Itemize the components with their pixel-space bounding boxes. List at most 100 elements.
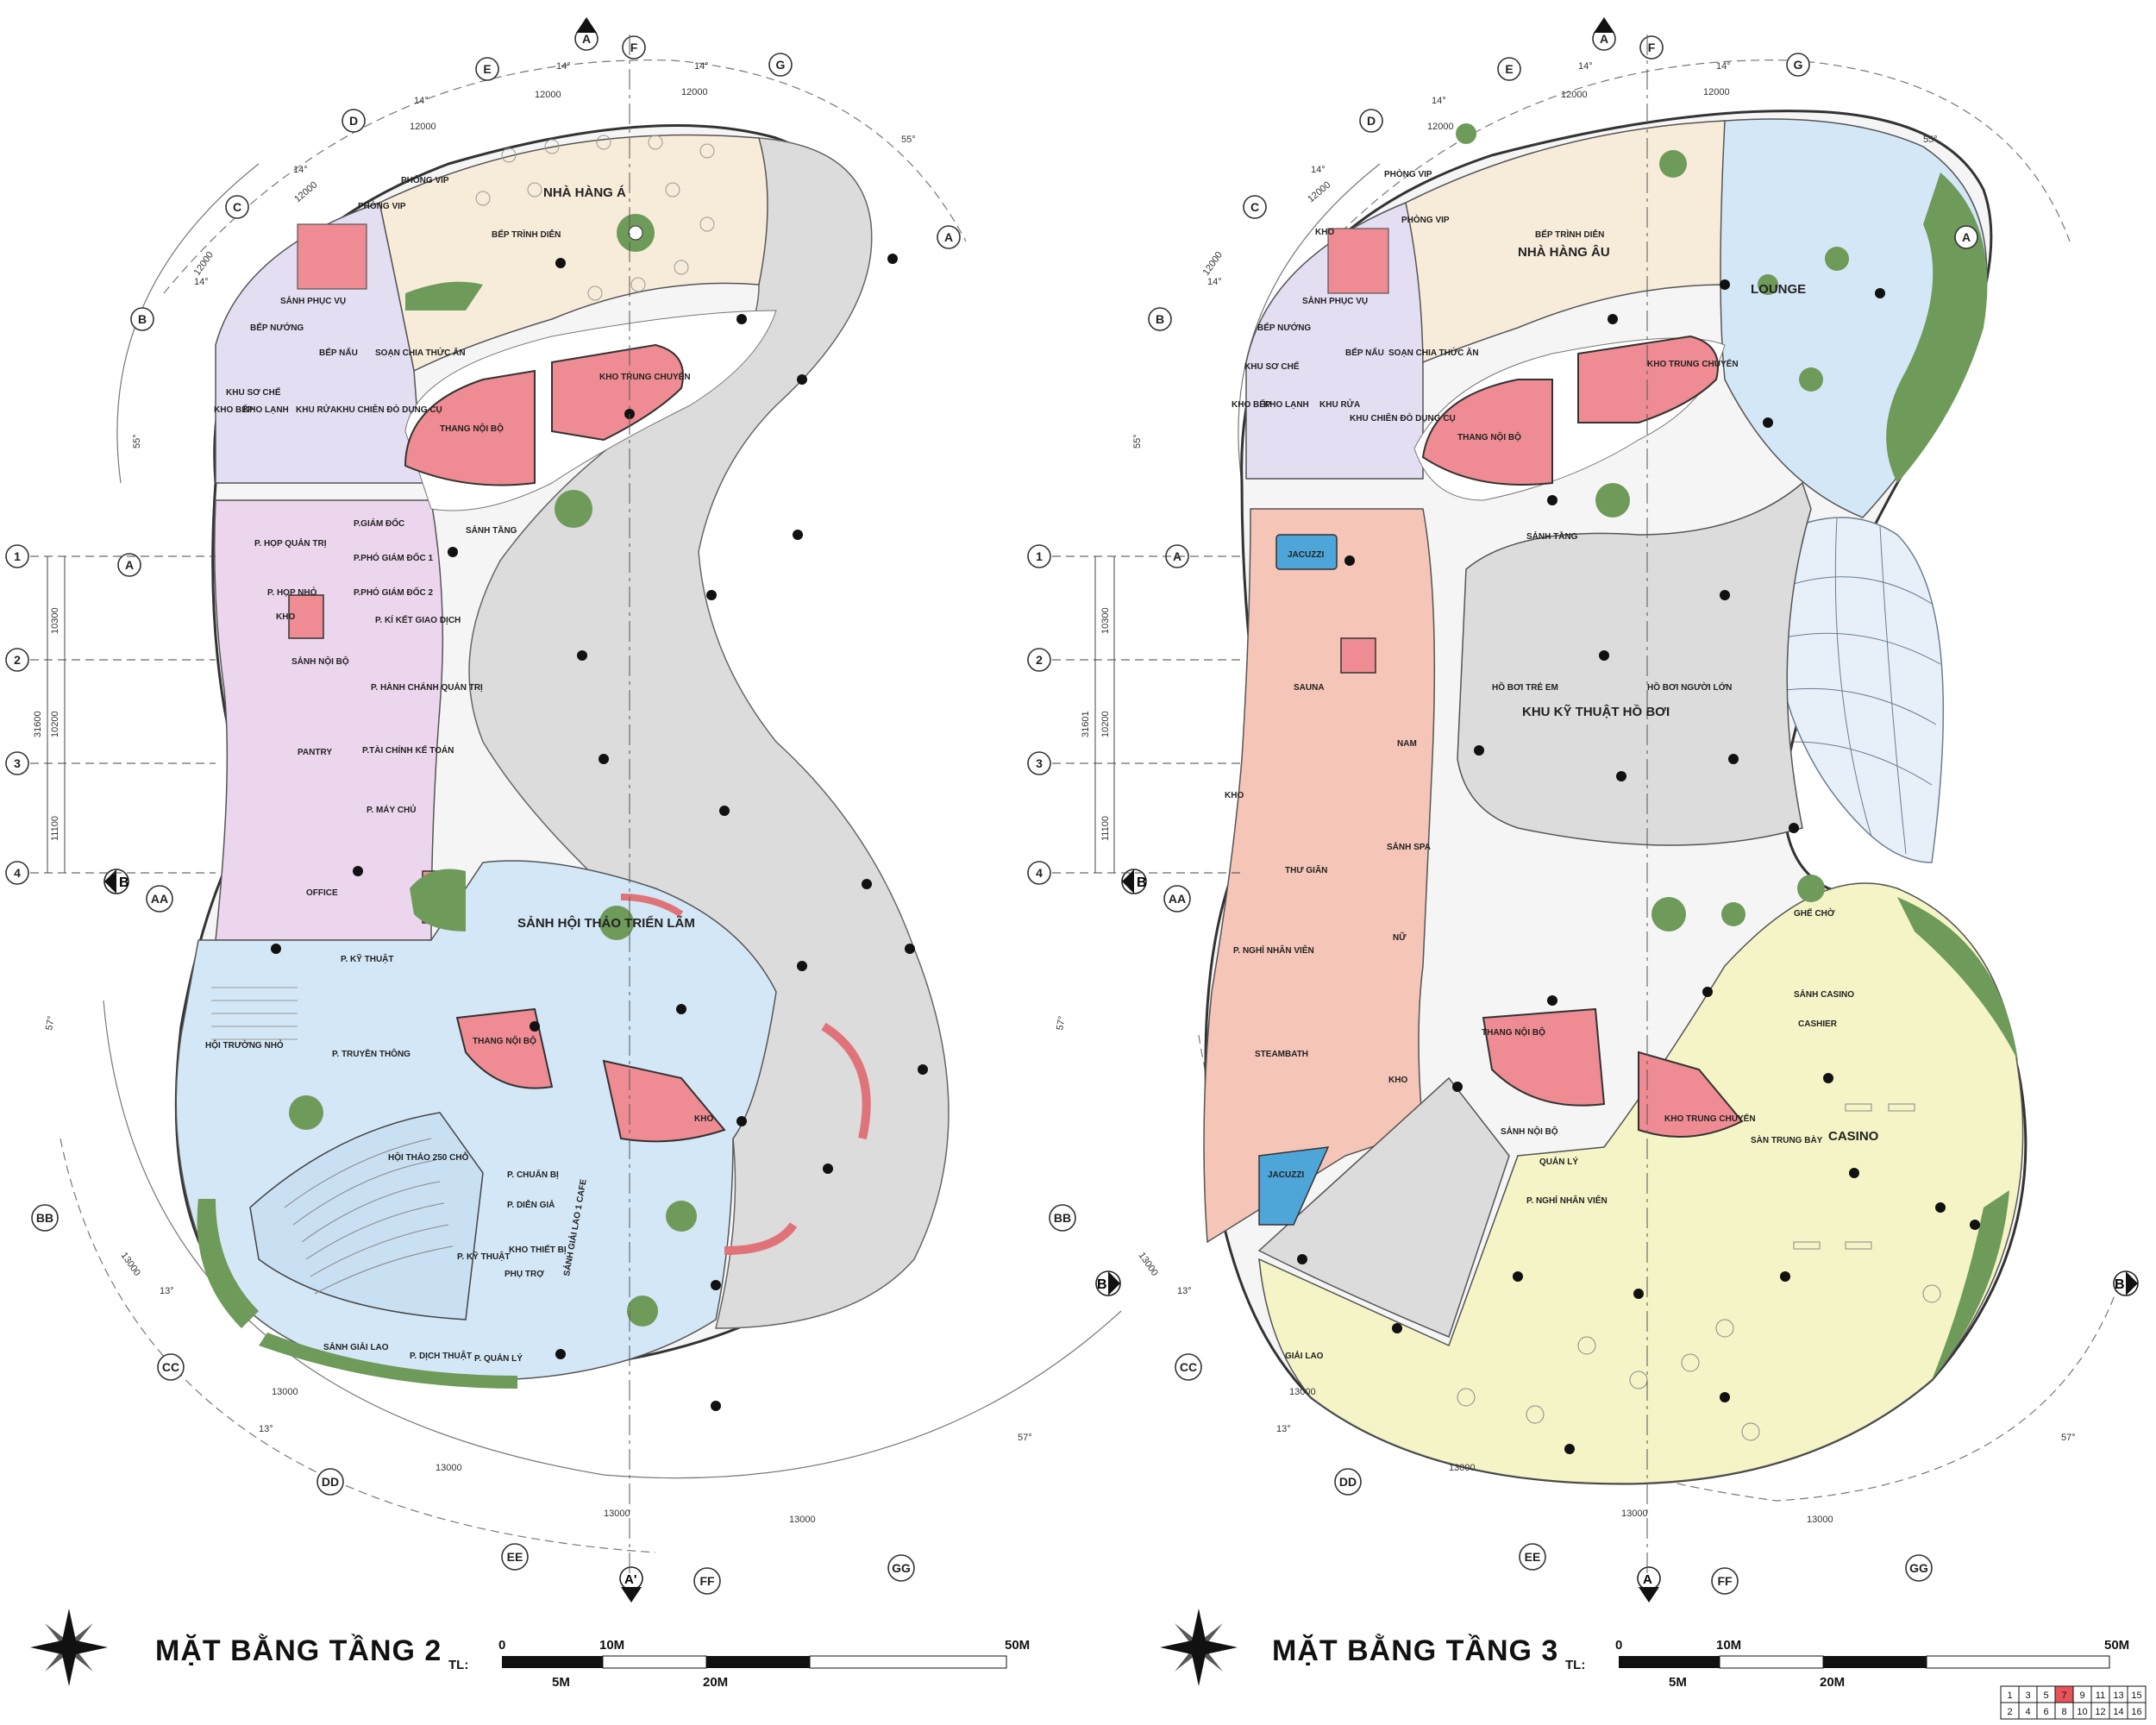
external-stair-2: [724, 1222, 798, 1255]
restaurant-tables: [475, 135, 715, 301]
grid-bubbles-numbers-2: 1 2 3 4: [1027, 544, 1051, 885]
plan-title-2: MẶT BẰNG TẦNG 3: [1272, 1634, 1558, 1667]
svg-text:BB: BB: [1054, 1211, 1071, 1225]
room-vip-1: PHÒNG VIP: [401, 174, 449, 185]
grid-bubble-1: 1: [5, 544, 29, 568]
grid-arc-top: [163, 60, 967, 294]
svg-text:14°: 14°: [1432, 96, 1446, 106]
svg-text:57°: 57°: [44, 1015, 57, 1031]
room-grill-2: BẾP NƯỚNG: [1257, 322, 1311, 333]
room-tech-equip: KHO THIẾT BỊ: [509, 1244, 567, 1255]
grid-bubble-f-2: F: [1639, 35, 1664, 60]
room-technical: P. KỸ THUẬT: [341, 953, 394, 964]
svg-text:12000: 12000: [535, 90, 561, 100]
room-transit-store: KHO TRUNG CHUYỂN: [599, 371, 691, 382]
svg-text:14°: 14°: [1207, 277, 1222, 287]
svg-text:55°: 55°: [1923, 135, 1938, 145]
key-plan-cell-1: 1: [2000, 1685, 2020, 1703]
room-aux: PHỤ TRỢ: [505, 1270, 544, 1279]
grid-bubble-3: 3: [5, 751, 29, 775]
room-inner-lobby: SẢNH NỘI BỘ: [291, 656, 349, 667]
svg-text:13: 13: [2113, 1690, 2123, 1701]
title-block-level-2: MẶT BẰNG TẦNG 2 TL: 0 10M 50M 5M 20M: [30, 1609, 1030, 1690]
room-female: NỮ: [1393, 932, 1407, 943]
grid-bubble-d-2: D: [1359, 109, 1383, 133]
svg-text:12000: 12000: [1427, 122, 1454, 132]
svg-text:B: B: [1137, 875, 1147, 890]
dimension-lines-left: [30, 555, 216, 874]
room-inner-lobby-2: SẢNH NỘI BỘ: [1501, 1126, 1558, 1137]
svg-text:FF: FF: [699, 1574, 715, 1588]
room-food-split: SOẠN CHIA THỨC ĂN: [375, 347, 466, 358]
room-casino-lobby: SẢNH CASINO: [1794, 988, 1854, 1000]
scale-label-0-2: 0: [1615, 1638, 1622, 1653]
svg-text:B: B: [2115, 1277, 2125, 1292]
room-rest: GIẢI LAO: [1285, 1350, 1324, 1361]
key-plan-cell-9: 9: [2072, 1685, 2092, 1703]
svg-text:57°: 57°: [1055, 1015, 1068, 1031]
kitchen-core-2: [1327, 228, 1389, 294]
room-spa: SẢNH SPA: [1387, 841, 1431, 852]
room-tools: KHU CHIÊN ĐÒ DỤNG CỤ: [336, 404, 442, 415]
grid-bubble-e-2: E: [1497, 57, 1521, 81]
room-show-kitchen: BẾP TRÌNH DIỄN: [492, 229, 561, 240]
scale-label-20m-2: 20M: [1820, 1675, 1845, 1690]
grid-bubbles-top: A F G E D C B A A: [117, 27, 961, 577]
room-transit-2-2: KHO TRUNG CHUYỂN: [1664, 1113, 1756, 1124]
svg-text:3: 3: [2025, 1690, 2030, 1701]
svg-text:12000: 12000: [1703, 87, 1730, 97]
svg-text:C: C: [1250, 200, 1259, 214]
room-deputy-2: P.PHÓ GIÁM ĐỐC 2: [354, 586, 433, 598]
svg-text:13000: 13000: [436, 1463, 462, 1473]
grid-bubble-f: F: [622, 35, 646, 60]
svg-text:13000: 13000: [789, 1515, 816, 1525]
svg-text:EE: EE: [507, 1550, 523, 1564]
room-cold-store: KHO LẠNH: [243, 405, 289, 415]
core-lift-2-2: [1482, 1007, 1606, 1107]
room-comms: P. TRUYỀN THÔNG: [332, 1048, 411, 1059]
svg-text:8: 8: [2061, 1707, 2066, 1717]
room-contract: P. KÍ KẾT GIAO DỊCH: [375, 614, 461, 625]
casino-tables: [1457, 1103, 1941, 1441]
grid-bubble-dd: DD: [317, 1468, 344, 1496]
grid-bubble-a-left: A: [117, 553, 141, 577]
key-plan-cell-8: 8: [2054, 1702, 2074, 1720]
key-plan-cell-7: 7: [2054, 1685, 2074, 1703]
zone-spa: [1203, 508, 1436, 1244]
svg-text:55°: 55°: [1132, 434, 1143, 448]
room-store-2-2: KHO: [1388, 1076, 1407, 1085]
grid-arc-top-2: [1284, 60, 2071, 294]
room-lift-1-2: THANG NỘI BỘ: [1457, 431, 1521, 442]
external-stair-1: [821, 1022, 871, 1140]
svg-text:14°: 14°: [694, 61, 709, 72]
key-plan-cell-10: 10: [2072, 1702, 2092, 1720]
grid-bubbles-top-2: A F G E D C B A A: [1148, 27, 1978, 568]
svg-text:13000: 13000: [1449, 1463, 1476, 1473]
grid-bubble-g-2: G: [1786, 53, 1810, 77]
svg-text:12000: 12000: [681, 87, 708, 97]
svg-text:C: C: [233, 200, 241, 214]
key-plan-cell-5: 5: [2036, 1685, 2056, 1703]
room-manager: P. QUẢN LÝ: [474, 1352, 523, 1364]
section-mark-a-top: [576, 17, 597, 33]
svg-text:12000: 12000: [410, 122, 436, 132]
svg-text:13°: 13°: [1177, 1286, 1192, 1296]
room-store-kitchen-top: KHO: [1315, 228, 1334, 237]
svg-text:B: B: [138, 312, 147, 326]
svg-text:12000: 12000: [1201, 250, 1225, 278]
section-mark-b-right: B: [1095, 1270, 1121, 1296]
svg-text:13000: 13000: [1621, 1509, 1648, 1519]
north-arrow-icon: [30, 1609, 108, 1686]
floor-plan-level-3: NHÀ HÀNG ÂU PHÒNG VIP PHÒNG VIP BẾP TRÌN…: [1027, 17, 2147, 1720]
room-cashier: CASHIER: [1798, 1019, 1838, 1029]
svg-text:10: 10: [2077, 1707, 2087, 1717]
core-lift-1-2: [1421, 379, 1553, 486]
grid-bubble-ff-2: FF: [1711, 1567, 1739, 1595]
section-mark-b-right-2: B: [2113, 1270, 2139, 1296]
svg-text:55°: 55°: [901, 135, 916, 145]
scale-label-0: 0: [498, 1638, 505, 1653]
kitchen-core: [297, 223, 367, 290]
svg-text:13°: 13°: [160, 1286, 174, 1296]
svg-text:14: 14: [2113, 1707, 2123, 1717]
zone-office: [214, 499, 444, 941]
